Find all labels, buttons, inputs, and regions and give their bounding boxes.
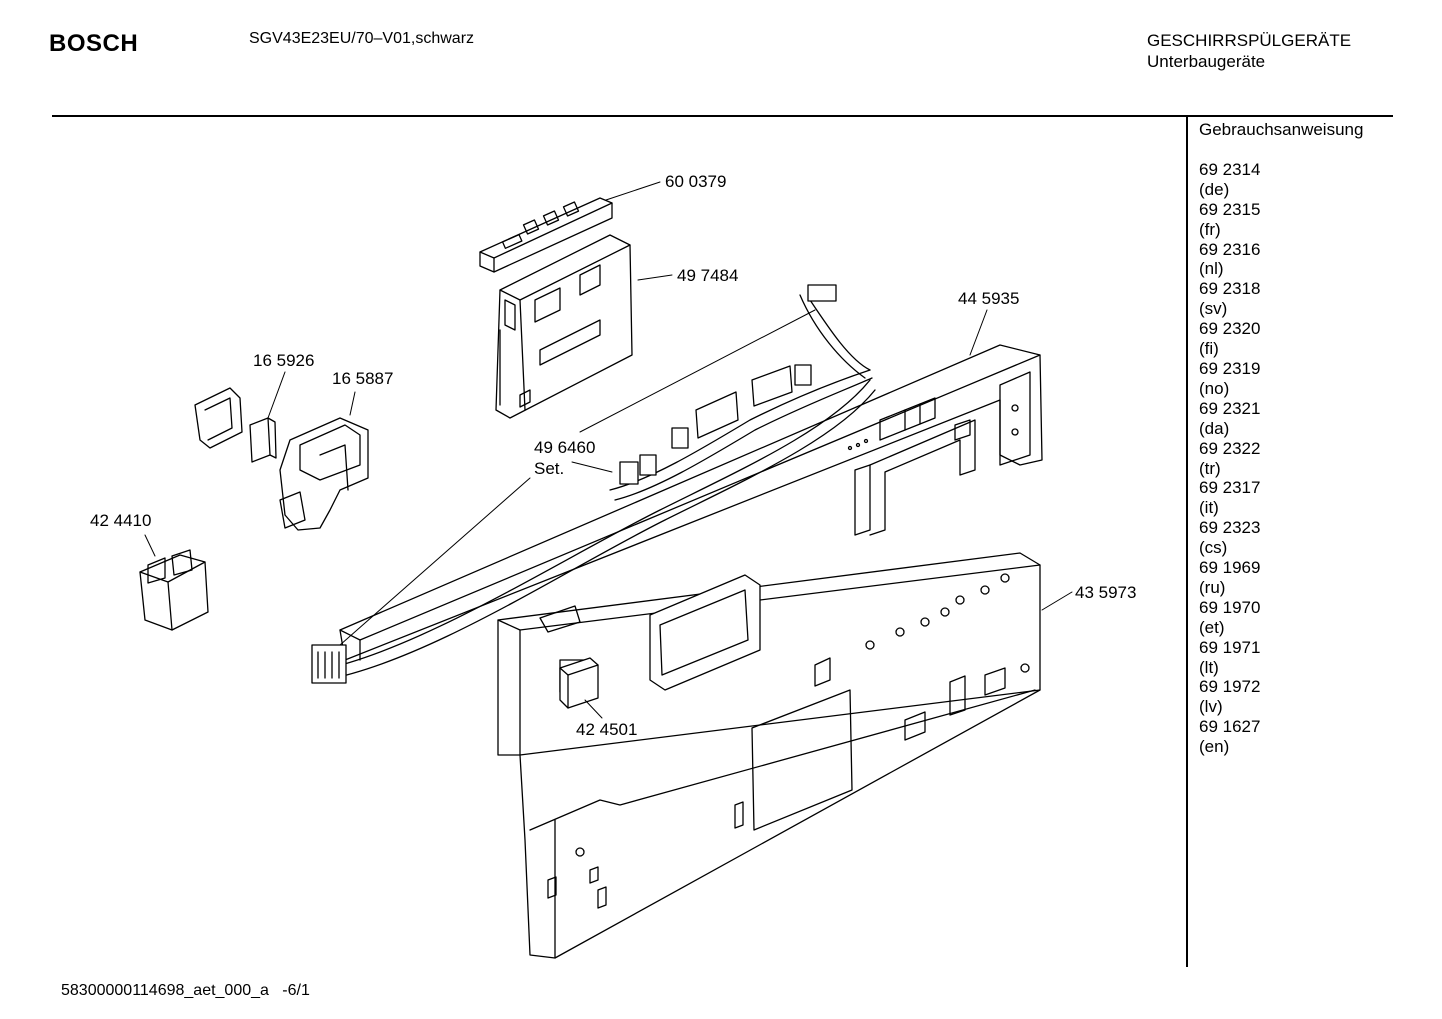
manual-language: (it) <box>1199 498 1219 518</box>
manual-language: (lv) <box>1199 697 1223 717</box>
manual-list: Gebrauchsanweisung 69 2314(de)69 2315(fr… <box>1199 120 1363 757</box>
manual-number: 69 1972 <box>1199 677 1261 697</box>
manual-number: 69 2318 <box>1199 279 1261 299</box>
part-control-module <box>495 234 633 419</box>
document-code: 58300000114698_aet_000_a <box>61 982 269 999</box>
manual-language: (lt) <box>1199 657 1219 677</box>
part-label-497484: 49 7484 <box>677 266 739 285</box>
manual-number: 69 1627 <box>1199 717 1261 737</box>
manual-language: (cs) <box>1199 538 1228 558</box>
part-label-496460: 49 6460 <box>534 438 596 457</box>
manual-number: 69 2316 <box>1199 239 1261 259</box>
manual-language: (da) <box>1199 418 1230 438</box>
part-button-strip <box>479 197 613 273</box>
part-label-424410: 42 4410 <box>90 511 152 530</box>
part-small-cube <box>559 657 599 709</box>
manual-language: (et) <box>1199 617 1225 637</box>
part-label-496460-set: Set. <box>534 459 565 478</box>
part-label-424501: 42 4501 <box>576 720 638 739</box>
manual-language: (ru) <box>1199 577 1226 597</box>
manual-language: (en) <box>1199 737 1230 757</box>
part-relay <box>139 549 209 631</box>
manual-language: (tr) <box>1199 458 1221 478</box>
part-wiring-harness <box>311 284 876 684</box>
manual-language: (fi) <box>1199 339 1219 359</box>
manual-language: (de) <box>1199 179 1230 199</box>
part-label-165887: 16 5887 <box>332 369 394 388</box>
manual-language: (sv) <box>1199 299 1228 319</box>
part-small-relay <box>249 417 277 463</box>
footer: 58300000114698_aet_000_a -6/1 <box>61 982 310 1000</box>
sidebar-divider <box>1186 116 1188 967</box>
manual-number: 69 2319 <box>1199 358 1261 378</box>
category: GESCHIRRSPÜLGERÄTE Unterbaugeräte <box>1147 30 1351 72</box>
manual-language: (no) <box>1199 378 1230 398</box>
manual-number: 69 2317 <box>1199 478 1261 498</box>
part-label-600379: 60 0379 <box>665 172 727 191</box>
part-label-445935: 44 5935 <box>958 289 1020 308</box>
category-main: GESCHIRRSPÜLGERÄTE <box>1147 31 1352 50</box>
manual-number: 69 2320 <box>1199 319 1261 339</box>
header-divider <box>52 115 1393 117</box>
part-control-panel-frame <box>339 344 1043 661</box>
manual-entries: 69 2314(de)69 2315(fr)69 2316(nl)69 2318… <box>1199 160 1363 757</box>
manual-number: 69 2315 <box>1199 199 1261 219</box>
manual-language: (nl) <box>1199 259 1224 279</box>
model-number: SGV43E23EU/70–V01,schwarz <box>249 30 475 47</box>
exploded-parts-diagram <box>139 181 1073 959</box>
part-label-165926: 16 5926 <box>253 351 315 370</box>
part-label-435973: 43 5973 <box>1075 583 1137 602</box>
manual-number: 69 2323 <box>1199 518 1261 538</box>
manual-number: 69 2321 <box>1199 398 1261 418</box>
manual-number: 69 1970 <box>1199 597 1261 617</box>
manual-list-title: Gebrauchsanweisung <box>1199 120 1364 139</box>
part-bracket <box>194 387 243 449</box>
part-front-panel <box>497 552 1041 959</box>
brand-logo: BOSCH <box>49 30 139 57</box>
page-number: -6/1 <box>282 982 310 999</box>
manual-number: 69 1971 <box>1199 637 1261 657</box>
manual-number: 69 1969 <box>1199 558 1261 578</box>
manual-number: 69 2314 <box>1199 159 1261 179</box>
category-sub: Unterbaugeräte <box>1147 52 1266 71</box>
manual-language: (fr) <box>1199 219 1221 239</box>
part-switch-housing <box>279 417 369 531</box>
leader-lines <box>144 181 1073 719</box>
manual-number: 69 2322 <box>1199 438 1261 458</box>
